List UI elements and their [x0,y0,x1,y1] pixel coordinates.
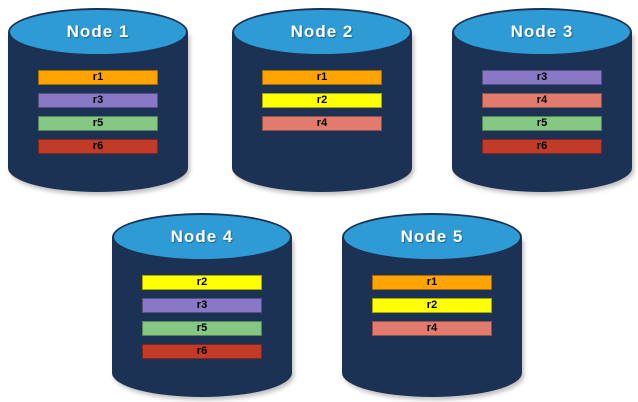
node-2-cylinder: Node 2 r1 r2 r4 [232,8,412,192]
replica-label: r4 [426,322,438,334]
cylinder-top: Node 5 [342,213,522,261]
replica-list: r1 r2 r4 [262,70,382,131]
replica-label: r5 [536,117,548,129]
replica-list: r1 r3 r5 r6 [38,70,158,154]
node-title: Node 5 [400,227,464,246]
cylinder-top: Node 3 [452,8,632,56]
replica-label: r3 [196,299,208,311]
replica-bar: r6 [482,139,602,154]
replica-label: r5 [92,117,104,129]
node-title: Node 3 [510,22,574,41]
replica-label: r2 [426,299,438,311]
replica-bar: r3 [38,93,158,108]
cylinder-body [452,32,632,192]
replica-label: r1 [316,71,328,83]
replica-label: r6 [92,140,104,152]
node-title: Node 4 [170,227,234,246]
replica-list: r3 r4 r5 r6 [482,70,602,154]
node-4-cylinder: Node 4 r2 r3 r5 r6 [112,213,292,397]
replica-list: r2 r3 r5 r6 [142,275,262,359]
replica-label: r6 [536,140,548,152]
replica-label: r2 [196,276,208,288]
replica-label: r1 [92,71,104,83]
node-title: Node 2 [290,22,354,41]
cylinder-body [8,32,188,192]
replica-bar: r1 [38,70,158,85]
replica-label: r6 [196,345,208,357]
replica-list: r1 r2 r4 [372,275,492,336]
replica-bar: r4 [262,116,382,131]
cylinder-top: Node 1 [8,8,188,56]
node-5-cylinder: Node 5 r1 r2 r4 [342,213,522,397]
replica-label: r3 [536,71,548,83]
replica-bar: r6 [142,344,262,359]
node-1-cylinder: Node 1 r1 r3 r5 r6 [8,8,188,192]
node-title: Node 1 [66,22,130,41]
cylinder-body [232,32,412,192]
replica-bar: r2 [142,275,262,290]
replica-bar: r5 [38,116,158,131]
replica-bar: r4 [482,93,602,108]
replica-label: r2 [316,94,328,106]
replica-bar: r1 [262,70,382,85]
cylinder-top: Node 4 [112,213,292,261]
cylinder-top: Node 2 [232,8,412,56]
replica-bar: r2 [262,93,382,108]
cylinder-body [342,237,522,397]
replica-bar: r3 [142,298,262,313]
replica-bar: r4 [372,321,492,336]
replica-label: r3 [92,94,104,106]
cylinder-body [112,237,292,397]
replica-bar: r3 [482,70,602,85]
replica-label: r5 [196,322,208,334]
replica-bar: r5 [142,321,262,336]
replica-label: r4 [316,117,328,129]
replica-bar: r1 [372,275,492,290]
replica-bar: r5 [482,116,602,131]
node-3-cylinder: Node 3 r3 r4 r5 r6 [452,8,632,192]
replica-label: r4 [536,94,548,106]
replica-bar: r2 [372,298,492,313]
replica-bar: r6 [38,139,158,154]
replica-label: r1 [426,276,438,288]
